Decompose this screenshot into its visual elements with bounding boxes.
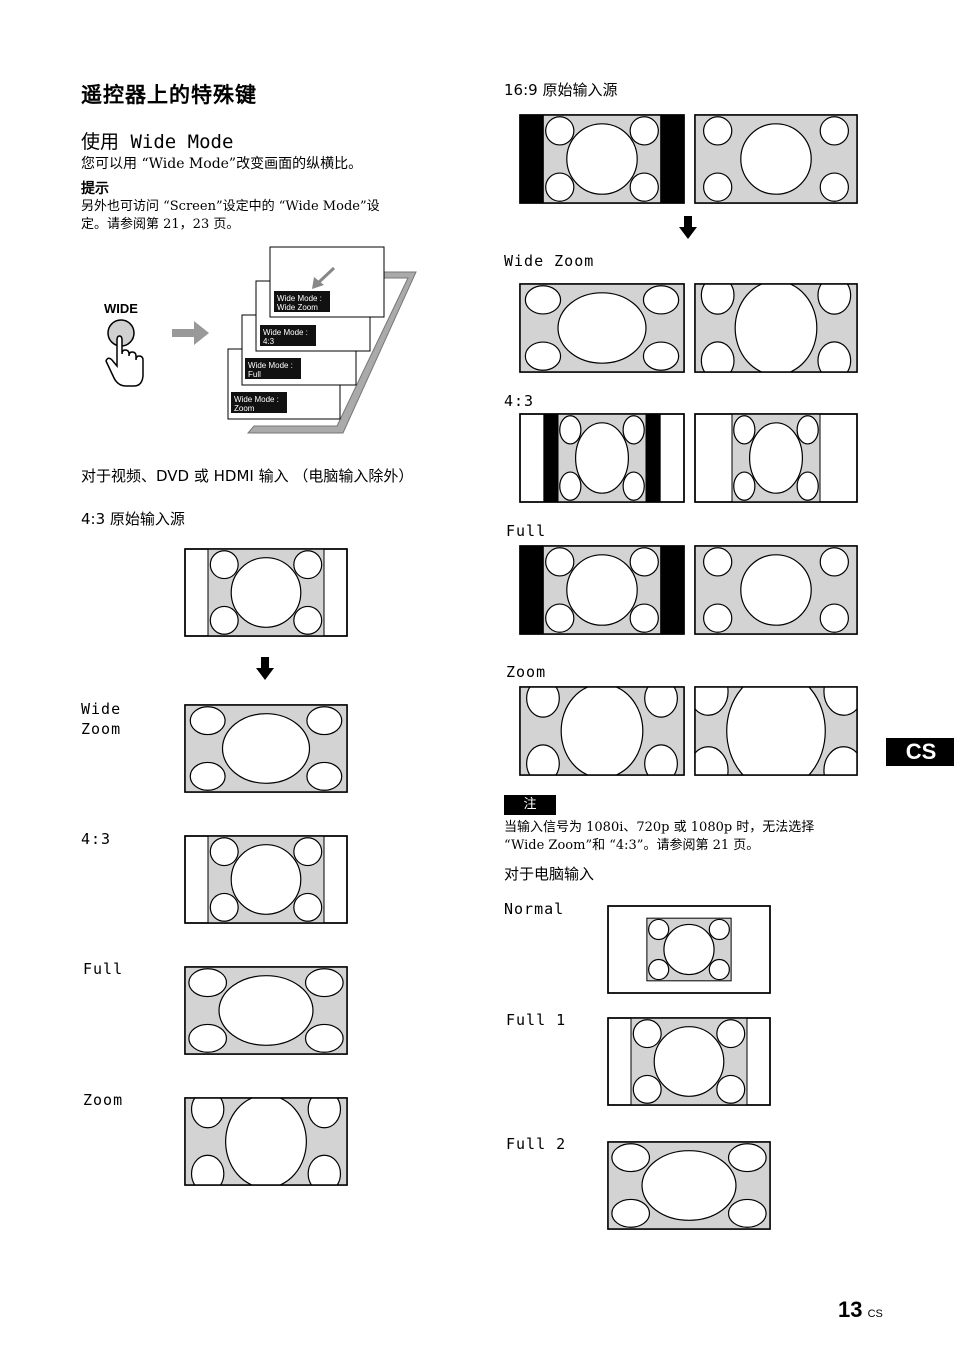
pc-input-heading: 对于电脑输入	[504, 865, 595, 883]
left-mode-label-4-3: 4:3	[81, 830, 112, 848]
down-arrow-icon	[679, 216, 697, 239]
video-input-heading: 对于视频、DVD 或 HDMI 输入 （电脑输入除外）	[81, 467, 414, 485]
right-mode-label-full: Full	[506, 522, 547, 540]
note-line-1: 当输入信号为 1080i、720p 或 1080p 时，无法选择	[504, 820, 815, 835]
left-full-screen	[184, 966, 348, 1055]
pc-normal-screen	[607, 905, 771, 994]
right-arrow-icon	[172, 321, 209, 345]
intro-text: 您可以用 “Wide Mode”改变画面的纵横比。	[81, 156, 363, 172]
osd-card-stack	[227, 246, 417, 434]
pc-mode-label-normal: Normal	[504, 900, 565, 918]
right-4-3-screen-b	[694, 413, 858, 503]
osd-card-4-3: Wide Mode :4:3	[263, 328, 308, 346]
pc-full-1-screen	[607, 1017, 771, 1106]
right-mode-label-wide-zoom: Wide Zoom	[504, 252, 595, 270]
left-mode-label-full: Full	[83, 960, 124, 978]
tip-title: 提示	[81, 181, 109, 197]
section-title: 使用 Wide Mode	[81, 131, 234, 153]
left-source-4-3-screen	[184, 548, 348, 637]
osd-card-wide-zoom: Wide Mode :Wide Zoom	[277, 294, 322, 312]
right-mode-label-zoom: Zoom	[506, 663, 547, 681]
right-wide-zoom-screen-a	[519, 283, 685, 373]
right-mode-label-4-3: 4:3	[504, 392, 535, 410]
tip-line-1: 另外也可访问 “Screen”设定中的 “Wide Mode”设	[81, 199, 380, 214]
page-title: 遥控器上的特殊键	[81, 83, 257, 107]
right-source-label: 16:9 原始输入源	[504, 81, 618, 99]
left-zoom-screen	[184, 1097, 348, 1186]
right-zoom-screen-b	[694, 686, 858, 776]
note-line-2: “Wide Zoom”和 “4:3”。请参阅第 21 页。	[504, 838, 760, 853]
page-number: 13 CS	[838, 1297, 883, 1322]
right-4-3-screen-a	[519, 413, 685, 503]
right-source-full-screen	[694, 114, 858, 204]
finger-press-icon	[105, 319, 144, 387]
right-wide-zoom-screen-b	[694, 283, 858, 373]
left-4-3-screen	[184, 835, 348, 924]
pc-mode-label-full-2: Full 2	[506, 1135, 567, 1153]
down-arrow-icon	[256, 657, 274, 680]
right-source-letterbox-screen	[519, 114, 685, 204]
pc-mode-label-full-1: Full 1	[506, 1011, 567, 1029]
left-mode-label-zoom: Zoom	[83, 1091, 124, 1109]
left-wide-zoom-screen	[184, 704, 348, 793]
tip-line-2: 定。请参阅第 21，23 页。	[81, 217, 240, 232]
right-zoom-screen-a	[519, 686, 685, 776]
note-badge: 注	[504, 795, 556, 815]
osd-card-zoom: Wide Mode :Zoom	[234, 395, 279, 413]
left-source-label: 4:3 原始输入源	[81, 510, 185, 528]
wide-button-label: WIDE	[104, 301, 138, 316]
right-full-screen-b	[694, 545, 858, 635]
osd-card-full: Wide Mode :Full	[248, 361, 293, 379]
pc-full-2-screen	[607, 1141, 771, 1230]
right-full-screen-a	[519, 545, 685, 635]
language-tab: CS	[886, 738, 954, 766]
